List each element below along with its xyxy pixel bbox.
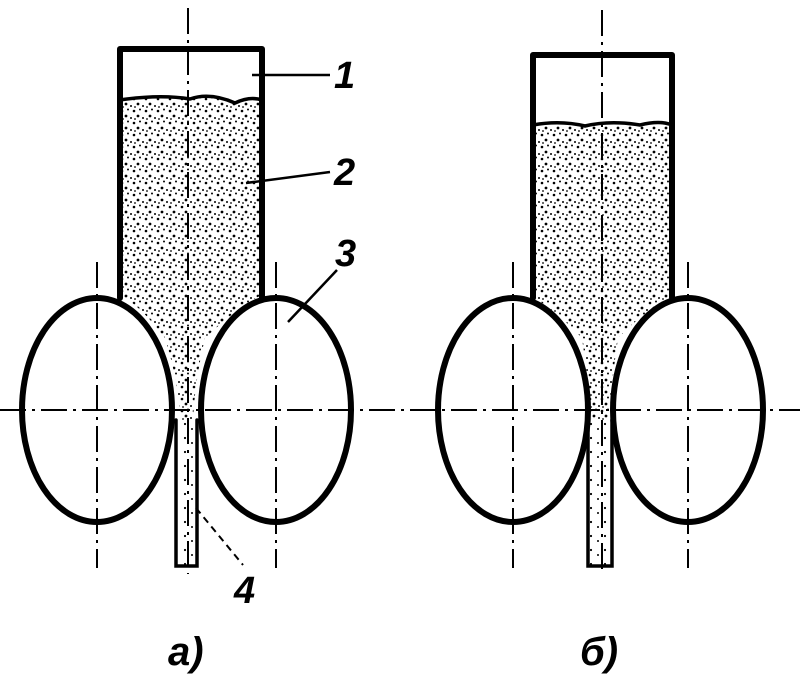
- leader-3: [287, 269, 338, 323]
- powder-gap-a: [165, 338, 205, 420]
- hopper-a: [117, 46, 265, 301]
- strip-b: [586, 418, 614, 568]
- powder-gap-b: [582, 338, 618, 420]
- caption-b: б): [580, 630, 618, 674]
- strip-fill-b: [590, 420, 610, 565]
- callout-4: 4: [233, 570, 255, 612]
- leader-2: [245, 170, 331, 185]
- scheme-a: [19, 8, 354, 574]
- powder-surface-b: [531, 120, 674, 128]
- callout-3: 3: [335, 233, 356, 275]
- strip-a: [174, 418, 199, 568]
- callout-2: 2: [333, 152, 355, 194]
- callout-1: 1: [334, 55, 355, 97]
- scheme-b: [435, 10, 766, 574]
- caption-a: а): [168, 630, 204, 674]
- powder-surface-a: [118, 94, 264, 105]
- powder-fill-a: [120, 96, 262, 339]
- leader-4: [195, 507, 244, 566]
